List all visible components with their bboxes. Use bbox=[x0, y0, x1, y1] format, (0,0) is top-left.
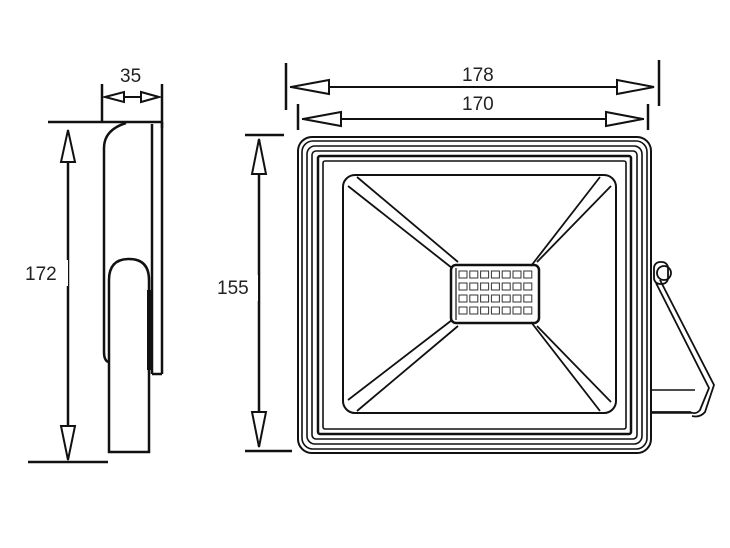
led-chip bbox=[523, 282, 533, 291]
led-chip bbox=[469, 294, 479, 303]
led-chip bbox=[501, 294, 511, 303]
led-chip bbox=[501, 270, 511, 279]
led-chip bbox=[490, 270, 500, 279]
side-height-dimension: 172 bbox=[20, 120, 162, 464]
side-height-label: 172 bbox=[25, 264, 57, 285]
arrow-up-icon bbox=[250, 138, 268, 175]
led-chip bbox=[490, 294, 500, 303]
led-chip bbox=[501, 282, 511, 291]
led-chip bbox=[458, 294, 468, 303]
led-chip-grid bbox=[458, 270, 533, 315]
arrow-down-icon bbox=[59, 425, 77, 461]
front-view: 178 170 155 bbox=[214, 60, 715, 454]
led-chip bbox=[512, 270, 522, 279]
side-view: 35 172 bbox=[20, 66, 164, 464]
mounting-bracket bbox=[650, 261, 715, 418]
led-chip bbox=[458, 282, 468, 291]
led-chip bbox=[523, 294, 533, 303]
led-chip bbox=[458, 306, 468, 315]
arrow-right-icon bbox=[616, 78, 655, 96]
arrow-down-icon bbox=[250, 411, 268, 448]
arrow-up-icon bbox=[59, 129, 77, 163]
depth-dimension: 35 bbox=[100, 66, 164, 128]
led-chip bbox=[512, 306, 522, 315]
led-chip bbox=[480, 294, 490, 303]
side-profile bbox=[102, 121, 164, 454]
reflector bbox=[342, 174, 617, 414]
inner-width-label: 170 bbox=[462, 94, 494, 115]
outer-width-dimension: 178 bbox=[284, 60, 661, 110]
led-chip bbox=[469, 282, 479, 291]
pivot-knob-icon bbox=[656, 265, 672, 281]
led-chip bbox=[458, 270, 468, 279]
housing-frame bbox=[297, 136, 652, 454]
led-chip bbox=[523, 270, 533, 279]
front-height-dimension: 155 bbox=[214, 133, 292, 453]
front-height-label: 155 bbox=[217, 278, 249, 299]
arrow-left-icon bbox=[290, 78, 330, 96]
arrow-right-icon bbox=[605, 110, 644, 128]
led-chip bbox=[469, 270, 479, 279]
led-chip bbox=[490, 282, 500, 291]
led-chip bbox=[480, 306, 490, 315]
led-module bbox=[449, 263, 541, 325]
led-chip bbox=[512, 282, 522, 291]
arrow-left-icon bbox=[101, 90, 125, 104]
led-chip bbox=[480, 270, 490, 279]
arrow-left-icon bbox=[302, 110, 342, 128]
led-chip bbox=[512, 294, 522, 303]
inner-width-dimension: 170 bbox=[296, 94, 650, 130]
led-chip bbox=[523, 306, 533, 315]
led-chip bbox=[469, 306, 479, 315]
led-chip bbox=[501, 306, 511, 315]
outer-width-label: 178 bbox=[462, 65, 494, 86]
led-chip bbox=[480, 282, 490, 291]
depth-label: 35 bbox=[120, 66, 141, 87]
led-chip bbox=[490, 306, 500, 315]
arrow-right-icon bbox=[140, 90, 163, 104]
